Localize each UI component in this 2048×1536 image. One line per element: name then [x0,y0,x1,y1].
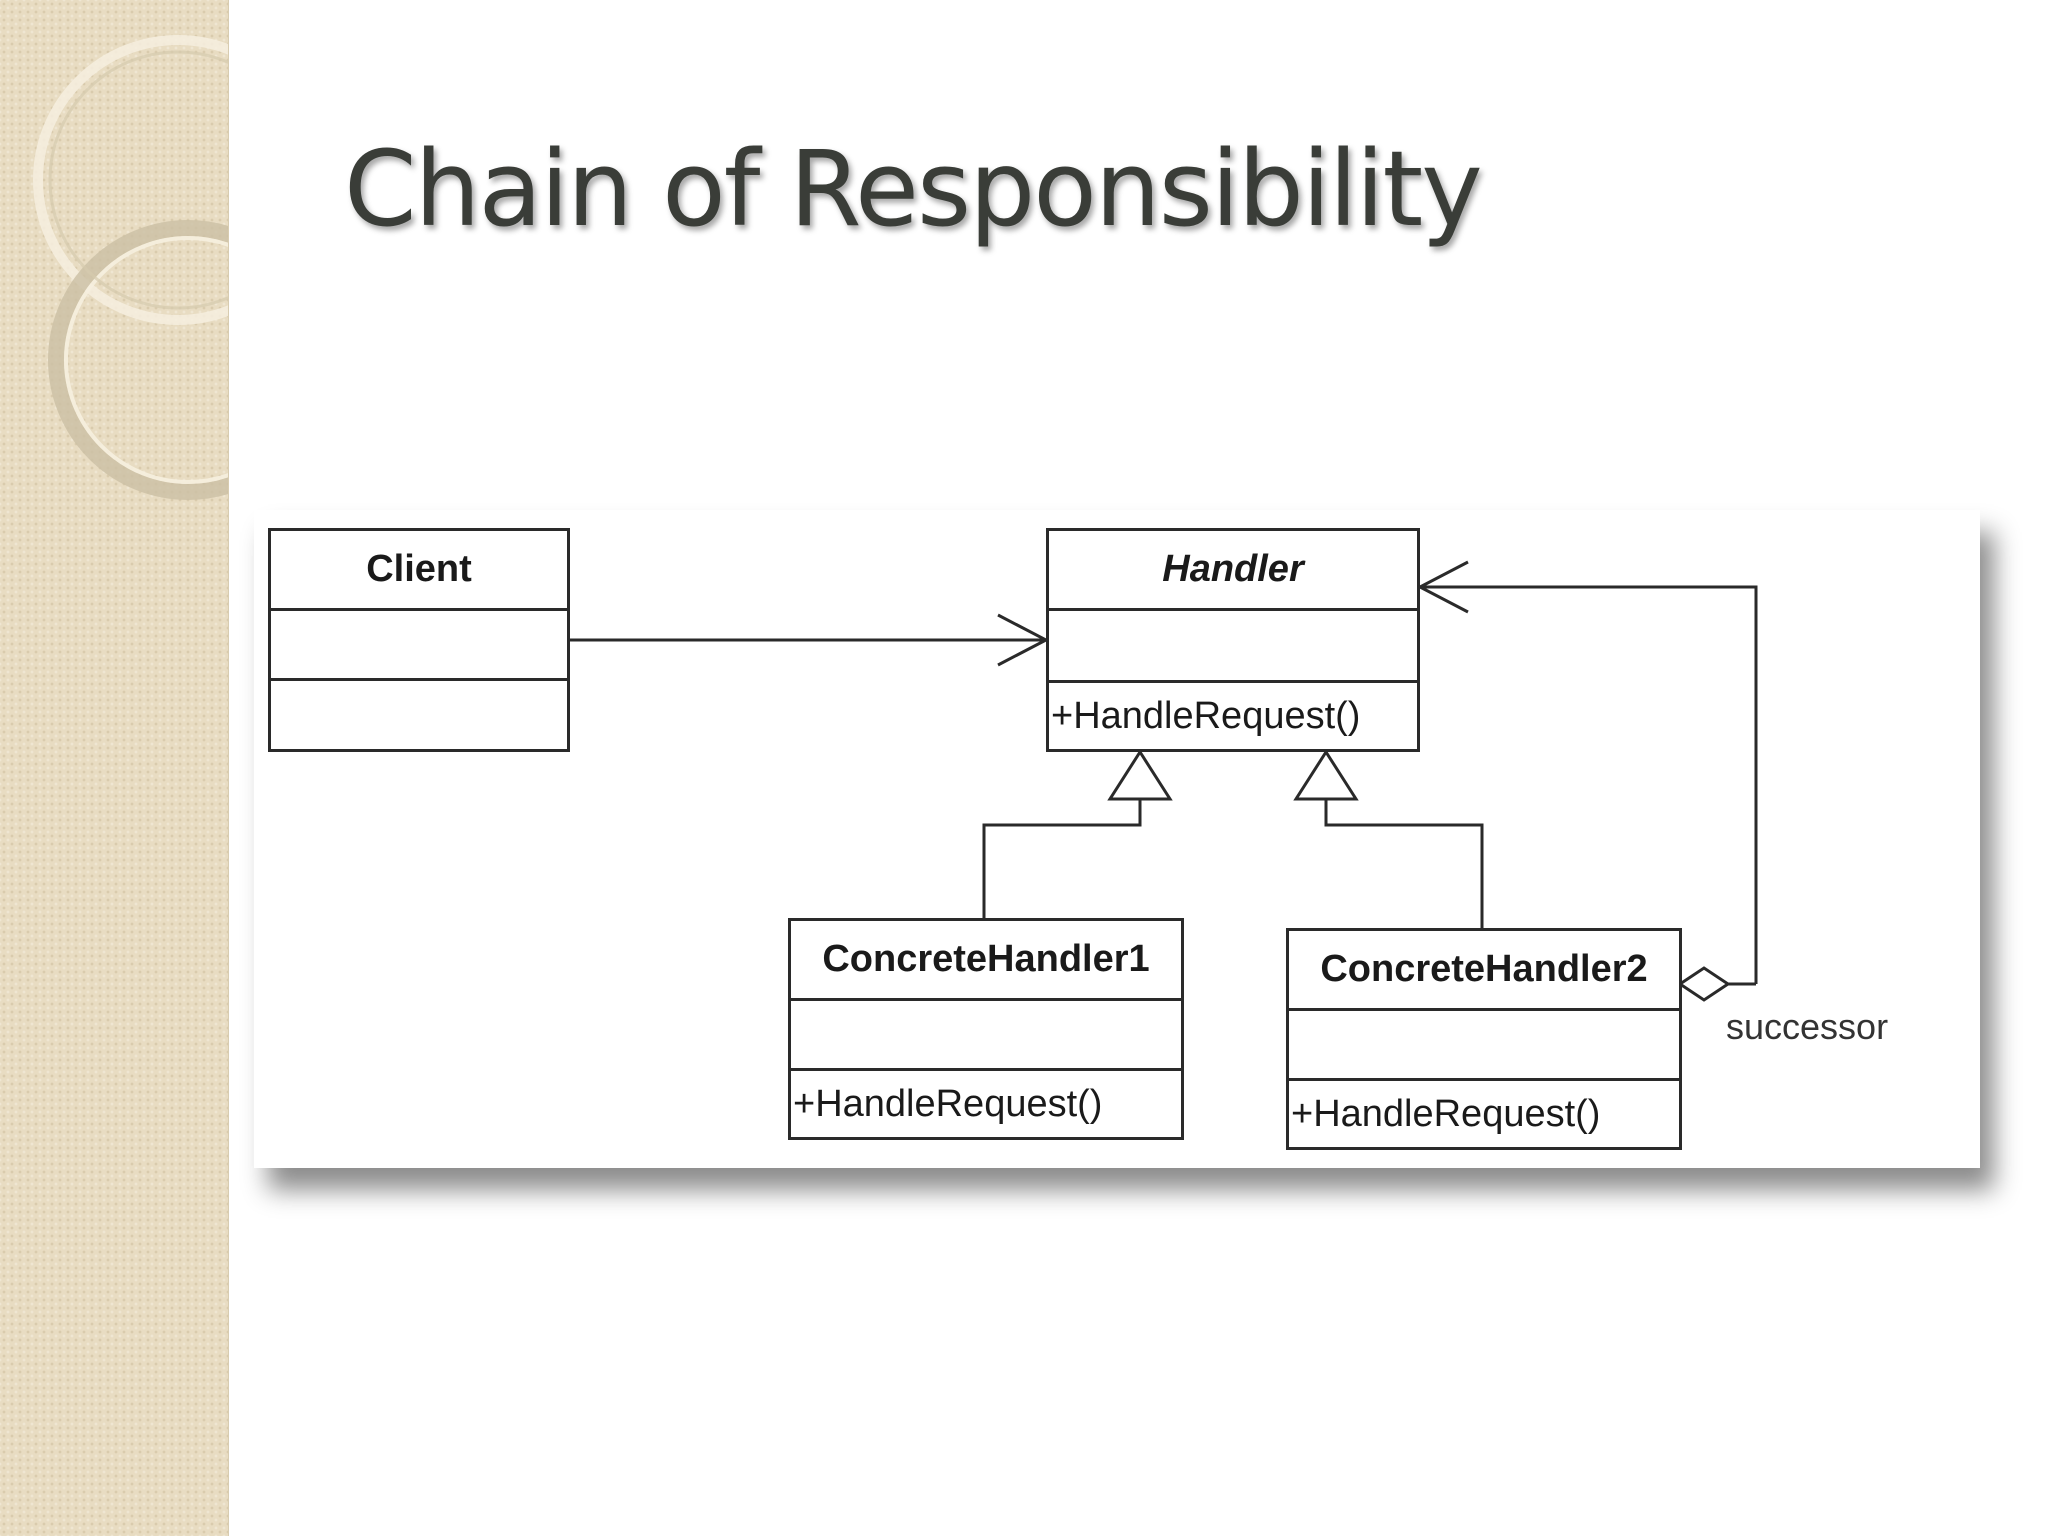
decorative-sidebar [0,0,229,1536]
concrete-handler2-attributes [1289,1011,1679,1081]
decorative-rings [33,35,228,500]
client-operations [271,681,567,749]
client-class: Client [268,528,570,752]
uml-diagram: Client Handler +HandleRequest() Concrete… [254,510,1980,1168]
uml-connectors [568,560,1758,1002]
aggregation-diamond [1677,966,1731,1002]
generalization-triangle-1 [1107,749,1173,801]
concrete-handler1-operations: +HandleRequest() [793,1082,1103,1125]
successor-arrowhead [1416,560,1469,614]
generalization-line-2 [1324,799,1484,928]
concrete-handler2-operations: +HandleRequest() [1291,1092,1601,1135]
concrete-handler1-attributes [791,1001,1181,1071]
handler-class-name: Handler [1049,531,1417,611]
handler-operations: +HandleRequest() [1051,694,1361,737]
concrete-handler1-class: ConcreteHandler1 +HandleRequest() [788,918,1184,1140]
client-attributes [271,611,567,681]
successor-association [1418,585,1758,984]
client-class-name: Client [271,531,567,611]
concrete-handler2-class: ConcreteHandler2 +HandleRequest() [1286,928,1682,1150]
slide-title: Chain of Responsibility [344,128,1483,250]
concrete-handler1-class-name: ConcreteHandler1 [791,921,1181,1001]
successor-label: successor [1726,1006,1889,1047]
handler-class: Handler +HandleRequest() [1046,528,1420,752]
handler-attributes [1049,611,1417,683]
generalization-triangle-2 [1293,749,1359,801]
concrete-handler2-class-name: ConcreteHandler2 [1289,931,1679,1011]
generalization-line-1 [982,799,1142,918]
